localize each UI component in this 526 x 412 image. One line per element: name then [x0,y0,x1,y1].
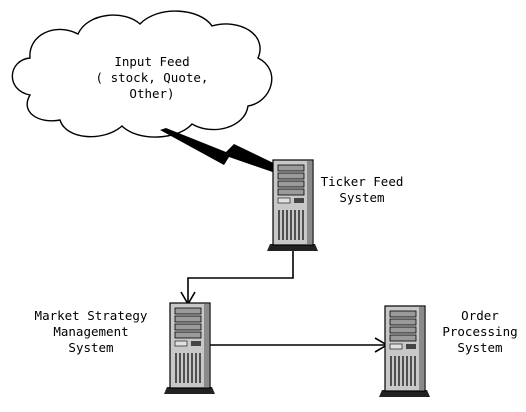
cloud-label-line3: Other) [129,86,175,101]
order-label-line2: Processing [442,324,518,339]
server-icon [378,305,431,398]
connector-ticker-to-market [187,248,294,302]
cloud-label: Input Feed ( stock, Quote, Other) [70,54,234,102]
market-strategy-label: Market Strategy Management System [10,308,172,356]
ticker-label-line1: Ticker Feed [320,174,404,189]
cloud-label-line2: ( stock, Quote, [95,70,209,85]
ticker-label-line2: System [339,190,385,205]
order-processing-label: Order Processing System [434,308,526,356]
lightning-icon [160,128,292,178]
cloud-icon [11,10,273,138]
cloud-label-line1: Input Feed [114,54,190,69]
market-label-line1: Market Strategy [34,308,148,323]
ticker-feed-label: Ticker Feed System [312,174,412,206]
order-label-line3: System [457,340,503,355]
order-label-line1: Order [461,308,499,323]
market-label-line3: System [68,340,114,355]
market-label-line2: Management [53,324,129,339]
server-icon [266,159,319,252]
